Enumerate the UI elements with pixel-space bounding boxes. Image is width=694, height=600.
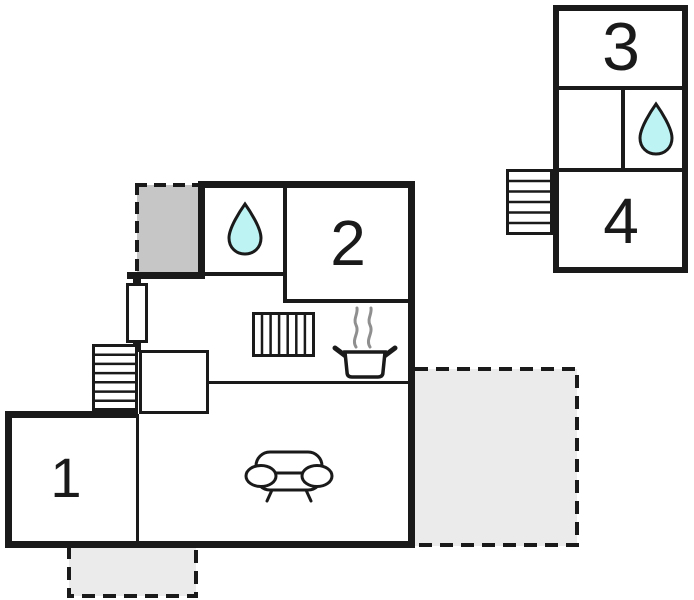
bathroom-bottom-wall: [205, 272, 285, 276]
steam-line: [366, 306, 373, 349]
terrace-right-dashed-area: [415, 367, 579, 547]
room-1-label: 1: [50, 446, 82, 509]
stove-icon: [332, 306, 398, 379]
annex-stairs-icon: [506, 169, 553, 235]
steam-line: [352, 306, 359, 349]
bathroom-room2-divider-wall: [283, 185, 287, 303]
storage-dashed-area: [135, 183, 203, 276]
main-top-wall: [202, 181, 415, 188]
room1-living-divider-wall: [136, 414, 139, 541]
main-stairs-icon: [92, 344, 138, 411]
kitchen-living-divider-wall: [208, 381, 410, 384]
room-3-label: 3: [602, 9, 640, 85]
main-bottom-wall: [5, 541, 415, 548]
annex-water-drop-icon: [638, 101, 674, 156]
door-icon: [126, 283, 148, 343]
pot-body: [343, 350, 387, 379]
room1-left-wall: [5, 411, 12, 548]
annex-bathroom-divider-wall: [621, 88, 625, 170]
storage-right-wall: [198, 181, 205, 276]
room2-bottom-wall: [285, 299, 412, 303]
annex-room3-divider-wall: [559, 86, 682, 90]
storage-bottom-wall: [127, 272, 205, 279]
radiator-icon: [252, 312, 315, 357]
room1-top-wall: [5, 411, 138, 418]
entry-room-outline: [139, 350, 209, 414]
terrace-bottom-dashed-area: [67, 546, 198, 598]
room-4-label: 4: [603, 185, 639, 257]
room-2-label: 2: [330, 207, 366, 279]
main-water-drop-icon: [227, 201, 263, 256]
annex-room4-divider-wall: [559, 168, 682, 172]
sofa-icon: [244, 450, 334, 503]
main-right-wall: [408, 181, 415, 548]
